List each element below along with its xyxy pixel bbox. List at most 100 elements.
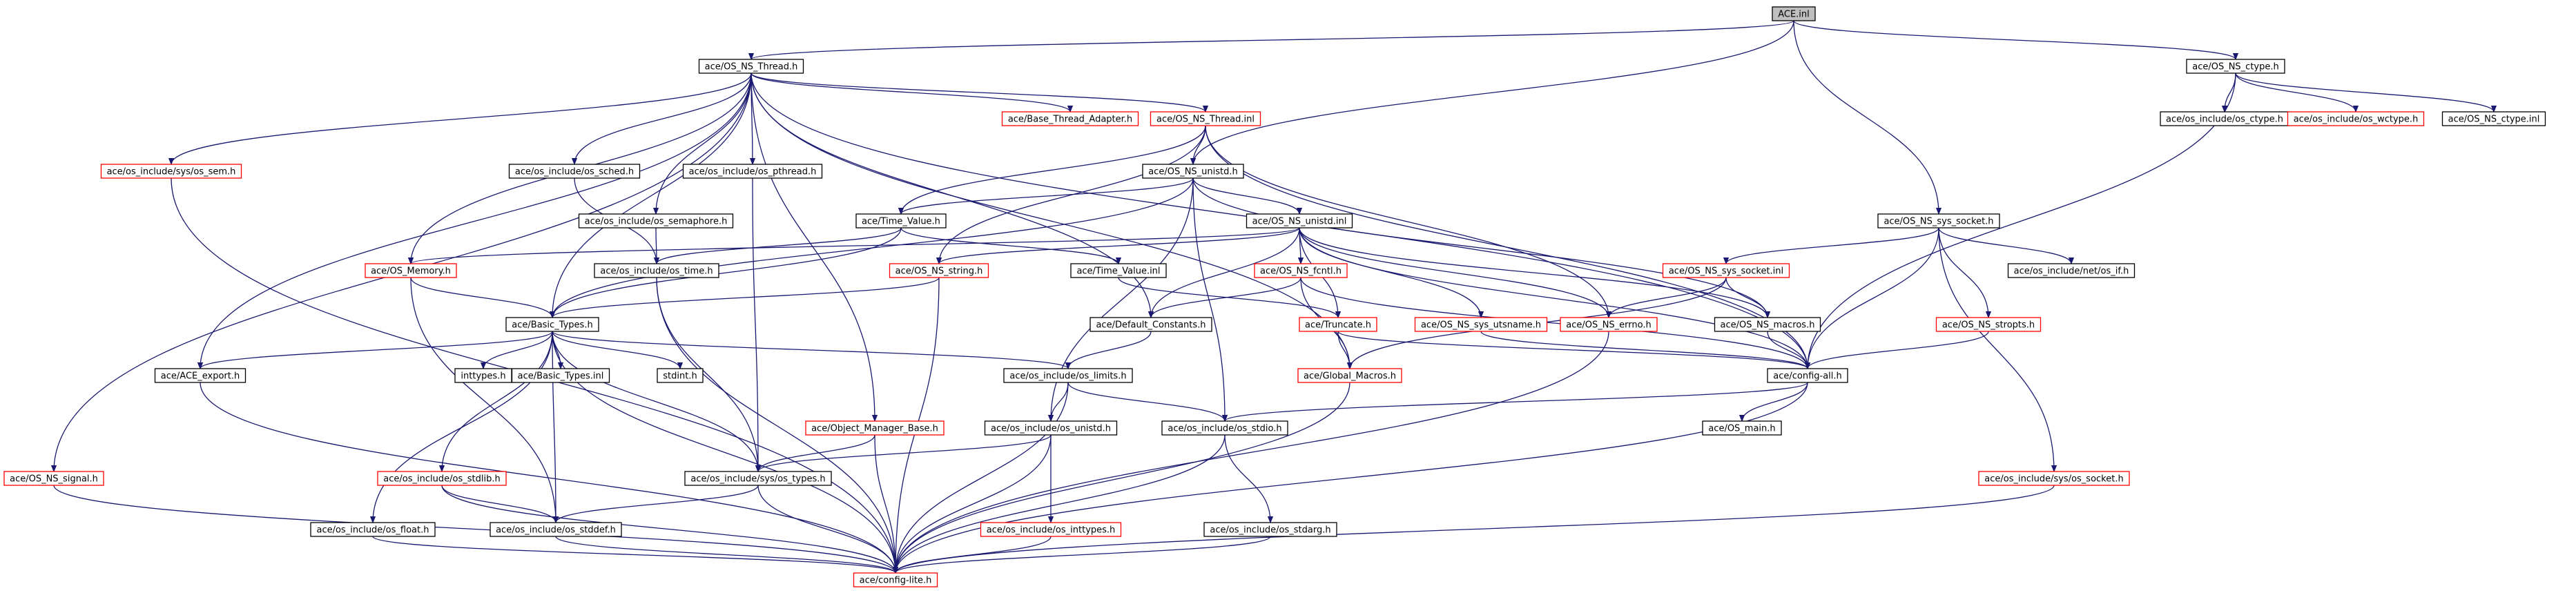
node-label: ace/os_include/os_semaphore.h	[585, 217, 728, 227]
edge	[750, 72, 1151, 318]
node-os-ns-string-h[interactable]: ace/OS_NS_string.h	[889, 263, 989, 278]
node-label: ace/OS_NS_string.h	[895, 266, 983, 277]
node-os-types-h[interactable]: ace/os_include/sys/os_types.h	[684, 471, 832, 486]
edge	[411, 227, 1300, 264]
node-basic-types-h[interactable]: ace/Basic_Types.h	[505, 317, 599, 332]
node-os-if-h[interactable]: ace/os_include/net/os_if.h	[2007, 263, 2136, 278]
node-box	[1714, 317, 1821, 332]
edge	[750, 72, 1070, 113]
node-os-ns-stropts-h[interactable]: ace/OS_NS_stropts.h	[1935, 317, 2042, 332]
edge	[895, 434, 1226, 573]
node-label: ace/os_include/os_stddef.h	[496, 525, 616, 536]
node-label: ace/Time_Value.h	[862, 217, 940, 227]
edge	[441, 485, 556, 523]
node-label: ace/os_include/os_pthread.h	[689, 167, 817, 177]
node-box	[2441, 111, 2546, 126]
edge	[656, 277, 895, 573]
edge	[200, 72, 752, 369]
node-box	[2186, 59, 2285, 74]
node-box	[490, 522, 622, 537]
node-os-ns-unistd-inl[interactable]: ace/OS_NS_unistd.inl	[1246, 213, 1353, 229]
node-os-main-h[interactable]: ace/OS_main.h	[1702, 420, 1782, 436]
node-label: ace/config-all.h	[1773, 371, 1842, 382]
node-os-ns-unistd-h[interactable]: ace/OS_NS_unistd.h	[1142, 164, 1244, 179]
edge	[1808, 227, 1939, 369]
edge	[1938, 227, 2071, 264]
node-os-float-h[interactable]: ace/os_include/os_float.h	[310, 522, 436, 537]
node-os-unistd-h[interactable]: ace/os_include/os_unistd.h	[984, 420, 1118, 436]
node-default-constants-h[interactable]: ace/Default_Constants.h	[1090, 317, 1212, 332]
edge	[1337, 331, 1350, 369]
node-time-value-inl[interactable]: ace/Time_Value.inl	[1070, 263, 1167, 278]
node-os-ns-errno-h[interactable]: ace/OS_NS_errno.h	[1560, 317, 1658, 332]
node-os-ns-signal-h[interactable]: ace/OS_NS_signal.h	[3, 471, 104, 486]
node-base-thread-adapter-h[interactable]: ace/Base_Thread_Adapter.h	[1001, 111, 1139, 126]
node-os-ns-fcntl-h[interactable]: ace/OS_NS_fcntl.h	[1254, 263, 1348, 278]
edge	[757, 485, 895, 573]
node-os-stdarg-h[interactable]: ace/os_include/os_stdarg.h	[1203, 522, 1337, 537]
edge	[552, 331, 556, 523]
node-os-ns-ctype-inl[interactable]: ace/OS_NS_ctype.inl	[2441, 111, 2546, 126]
node-os-stdio-h[interactable]: ace/os_include/os_stdio.h	[1161, 420, 1288, 436]
node-ace-inl[interactable]: ACE.inl	[1772, 6, 1816, 21]
node-label: ace/OS_NS_Thread.h	[705, 62, 798, 72]
node-os-ns-macros-h[interactable]: ace/OS_NS_macros.h	[1714, 317, 1821, 332]
edge	[1205, 125, 1609, 318]
edge	[1725, 277, 1768, 318]
edge	[1299, 227, 1768, 318]
edge	[750, 72, 875, 421]
node-object-manager-base-h[interactable]: ace/Object_Manager_Base.h	[805, 420, 945, 436]
node-os-semaphore-h[interactable]: ace/os_include/os_semaphore.h	[578, 213, 734, 229]
node-label: ace/Default_Constants.h	[1096, 320, 1205, 331]
node-os-wctype-h[interactable]: ace/os_include/os_wctype.h	[2287, 111, 2425, 126]
node-box	[1150, 111, 1261, 126]
node-os-ns-sys-socket-inl[interactable]: ace/OS_NS_sys_socket.inl	[1662, 263, 1790, 278]
edge	[372, 536, 895, 574]
node-os-pthread-h[interactable]: ace/os_include/os_pthread.h	[682, 164, 823, 179]
edge	[2225, 72, 2236, 112]
edge	[1068, 331, 1152, 369]
node-os-ns-sys-socket-h[interactable]: ace/OS_NS_sys_socket.h	[1877, 213, 2000, 229]
node-label: ace/OS_NS_errno.h	[1566, 320, 1652, 331]
node-config-lite-h[interactable]: ace/config-lite.h	[853, 572, 938, 587]
node-global-macros-h[interactable]: ace/Global_Macros.h	[1297, 368, 1402, 383]
node-label: ace/os_include/os_ctype.h	[2166, 115, 2283, 125]
edge	[1337, 331, 1808, 369]
node-os-sched-h[interactable]: ace/os_include/os_sched.h	[508, 164, 641, 179]
node-os-limits-h[interactable]: ace/os_include/os_limits.h	[1003, 368, 1133, 383]
node-os-ns-sys-utsname-h[interactable]: ace/OS_NS_sys_utsname.h	[1414, 317, 1548, 332]
node-os-socket-h[interactable]: ace/os_include/sys/os_socket.h	[1978, 471, 2130, 486]
node-label: ace/OS_NS_fcntl.h	[1260, 266, 1342, 277]
node-label: ace/os_include/os_unistd.h	[991, 424, 1111, 434]
edge	[874, 434, 895, 573]
node-basic-types-inl[interactable]: ace/Basic_Types.inl	[511, 368, 610, 383]
node-time-value-h[interactable]: ace/Time_Value.h	[855, 213, 947, 229]
edge	[895, 331, 1609, 573]
node-box	[1560, 317, 1658, 332]
node-os-ns-ctype-h[interactable]: ace/OS_NS_ctype.h	[2186, 59, 2285, 74]
edge	[1299, 227, 1609, 318]
edge	[441, 485, 895, 573]
node-os-stdlib-h[interactable]: ace/os_include/os_stdlib.h	[377, 471, 507, 486]
node-os-stddef-h[interactable]: ace/os_include/os_stddef.h	[490, 522, 622, 537]
node-truncate-h[interactable]: ace/Truncate.h	[1299, 317, 1377, 332]
node-os-ns-thread-h[interactable]: ace/OS_NS_Thread.h	[698, 59, 804, 74]
node-label: ace/os_include/sys/os_socket.h	[1984, 474, 2123, 485]
node-os-time-h[interactable]: ace/os_include/os_time.h	[594, 263, 719, 278]
node-os-inttypes-h[interactable]: ace/os_include/os_inttypes.h	[980, 522, 1122, 537]
node-box	[1161, 420, 1288, 436]
node-os-ctype-h[interactable]: ace/os_include/os_ctype.h	[2160, 111, 2289, 126]
edge	[657, 227, 902, 264]
node-box	[1935, 317, 2042, 332]
node-config-all-h[interactable]: ace/config-all.h	[1767, 368, 1848, 383]
node-label: ace/os_include/os_sched.h	[515, 167, 634, 177]
edge	[752, 177, 758, 472]
node-box	[805, 420, 945, 436]
node-os-sem-h[interactable]: ace/os_include/sys/os_sem.h	[100, 164, 242, 179]
node-os-ns-thread-inl[interactable]: ace/OS_NS_Thread.inl	[1150, 111, 1261, 126]
node-label: ace/OS_NS_unistd.inl	[1252, 217, 1347, 227]
node-ace-export-h[interactable]: ace/ACE_export.h	[154, 368, 246, 383]
edge	[1067, 382, 1225, 422]
node-box	[365, 263, 457, 278]
node-os-memory-h[interactable]: ace/OS_Memory.h	[365, 263, 457, 278]
